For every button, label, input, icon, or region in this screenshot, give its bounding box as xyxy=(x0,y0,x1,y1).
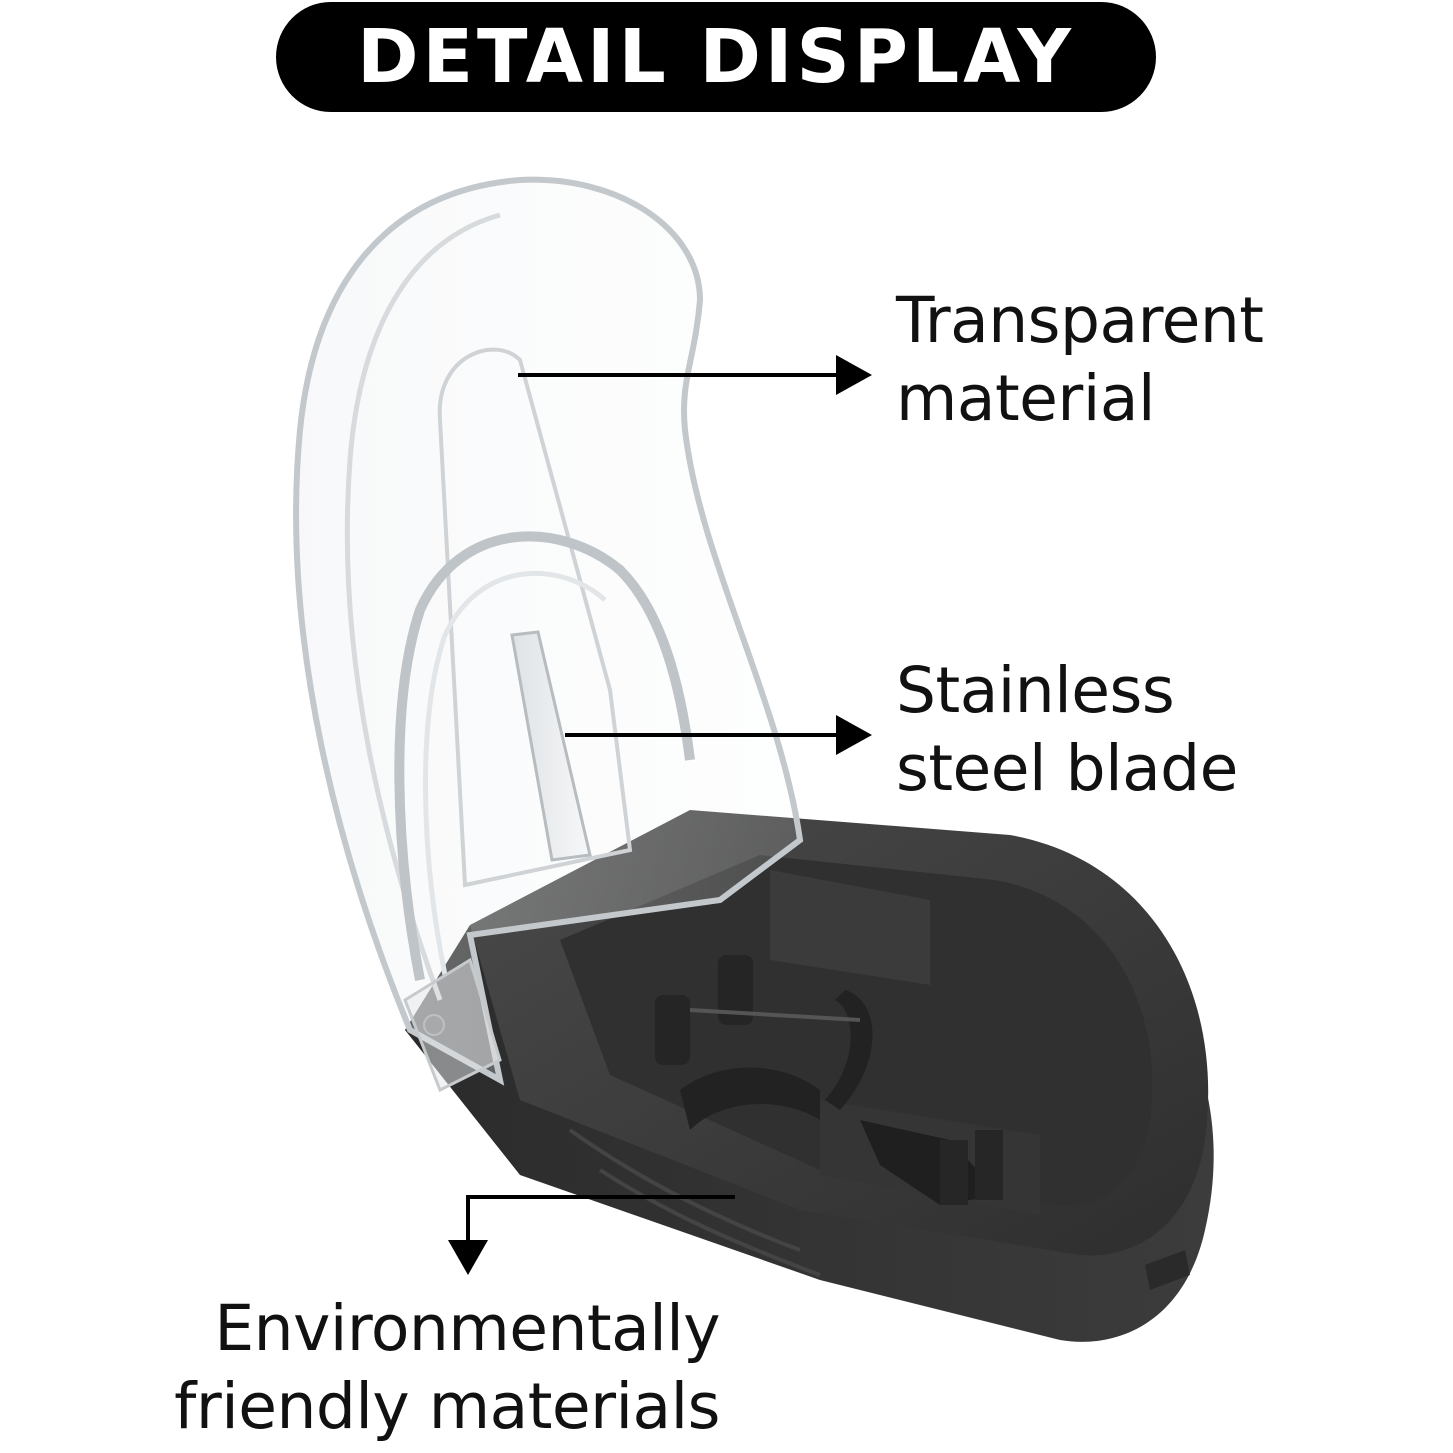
holder-post xyxy=(655,995,690,1065)
blade xyxy=(510,630,592,862)
base-groove xyxy=(598,1168,821,1277)
holder-stop xyxy=(975,1130,1003,1200)
lid-arch-guard-inner xyxy=(423,570,607,976)
callout-line: friendly materials xyxy=(174,1370,720,1443)
lid-arch-guard xyxy=(394,531,695,981)
holder-stop xyxy=(940,1140,968,1205)
callout-eco-materials: Environmentally friendly materials xyxy=(120,1290,720,1446)
lid-inner-edge xyxy=(344,212,501,1001)
lid-window xyxy=(437,347,633,888)
callout-transparent-material: Transparent material xyxy=(896,282,1264,438)
callout-line: steel blade xyxy=(896,732,1238,805)
callout-line: Transparent xyxy=(896,284,1264,357)
callout-line: material xyxy=(896,362,1155,435)
callout-line: Environmentally xyxy=(214,1292,720,1365)
tray-ridge xyxy=(770,870,930,985)
arrow-transparent xyxy=(518,355,872,395)
arrow-eco xyxy=(448,1195,735,1275)
callout-line: Stainless xyxy=(896,654,1175,727)
title-pill: DETAIL DISPLAY xyxy=(276,2,1156,112)
holder-arm-left xyxy=(680,1067,820,1130)
lid-clip xyxy=(1145,1250,1190,1290)
blade-slot xyxy=(689,1008,861,1022)
arrow-blade xyxy=(565,715,872,755)
callout-stainless-blade: Stainless steel blade xyxy=(896,652,1238,808)
holder-post xyxy=(718,955,753,1025)
page-title: DETAIL DISPLAY xyxy=(357,14,1075,100)
hinge-plate xyxy=(403,957,502,1093)
transparent-lid xyxy=(293,176,804,1086)
holder-arm-right xyxy=(825,990,873,1110)
